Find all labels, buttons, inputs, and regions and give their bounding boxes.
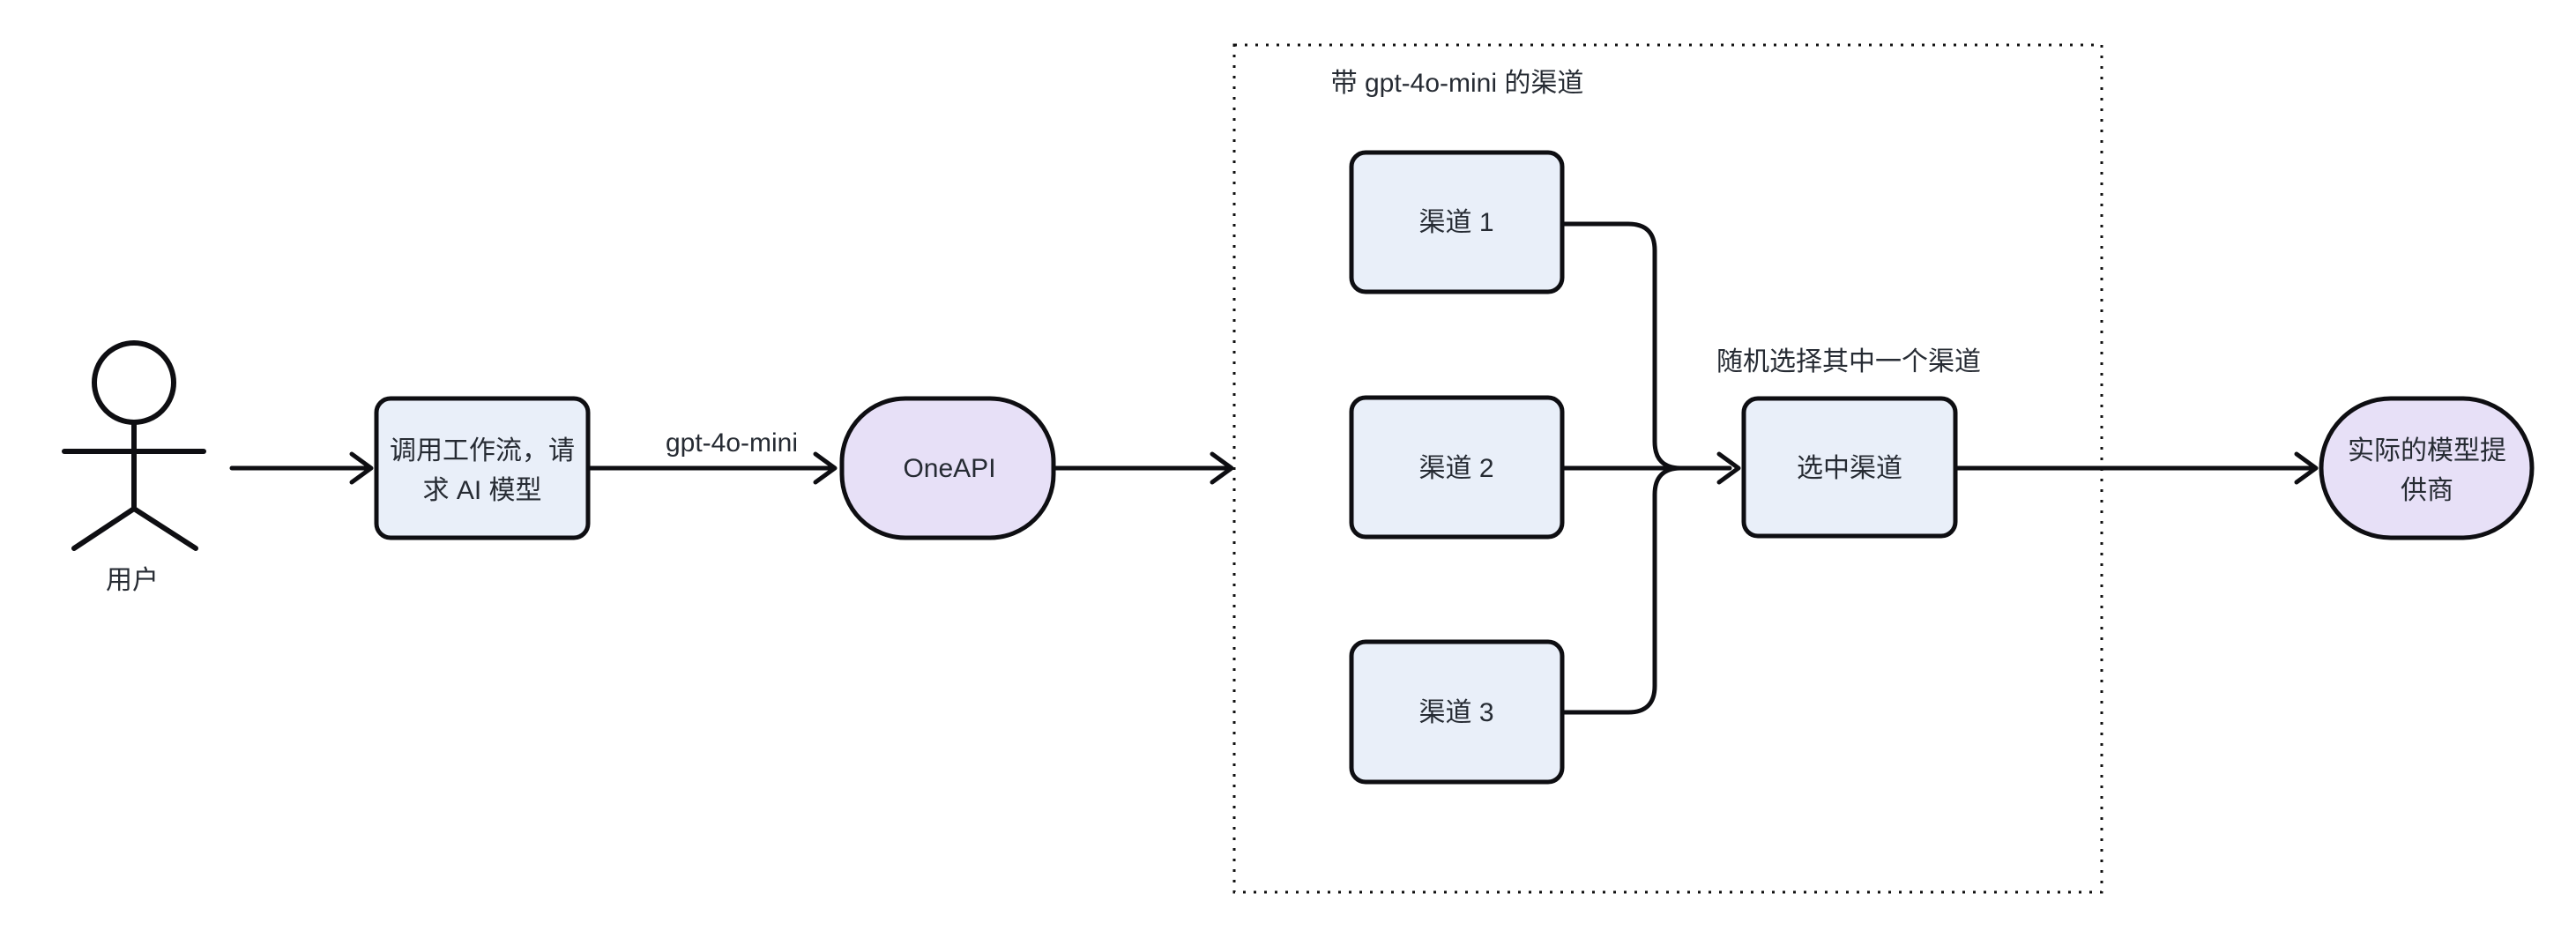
node-provider-shape: [2319, 396, 2535, 540]
node-workflow: 调用工作流，请 求 AI 模型: [374, 396, 591, 540]
node-provider: 实际的模型提 供商: [2319, 396, 2535, 540]
edge-oneapi-to-subgraph: [1051, 451, 1234, 485]
arrowhead-icon: [1210, 451, 1234, 485]
edge-line: [1560, 221, 1700, 471]
node-workflow-label-line1: 调用工作流，请: [390, 436, 575, 465]
arrowhead-icon: [349, 451, 374, 485]
node-selected-channel-label: 选中渠道: [1797, 454, 1902, 483]
node-channel2-label: 渠道 2: [1418, 454, 1493, 483]
node-channel3-label: 渠道 3: [1418, 698, 1493, 727]
actor-leg-right: [131, 506, 198, 551]
edge-workflow-to-oneapi: gpt-4o-mini: [585, 428, 838, 485]
edge-channel3-to-selected: [1560, 465, 1700, 715]
edge-line: [1560, 465, 1700, 715]
edge-selected-to-provider: [1953, 451, 2319, 485]
node-channel1-label: 渠道 1: [1418, 208, 1493, 237]
actor-user: 用户: [62, 340, 206, 595]
node-provider-label-line1: 实际的模型提: [2348, 436, 2506, 465]
edge-label-gpt-4o-mini: gpt-4o-mini: [666, 428, 798, 458]
arrowhead-icon: [2294, 451, 2319, 485]
node-oneapi: OneAPI: [839, 396, 1056, 540]
edge-user-to-workflow: [229, 451, 374, 485]
actor-leg-left: [71, 506, 137, 551]
edge-channel1-to-selected: [1560, 221, 1700, 471]
subgraph-title: 带 gpt-4o-mini 的渠道: [1331, 69, 1584, 98]
edge-label-random-select: 随机选择其中一个渠道: [1716, 347, 1981, 376]
arrowhead-icon: [813, 451, 838, 485]
node-oneapi-label: OneAPI: [903, 454, 995, 483]
node-channel2: 渠道 2: [1349, 395, 1565, 540]
actor-head: [92, 340, 176, 425]
node-channel3: 渠道 3: [1349, 639, 1565, 785]
actor-label: 用户: [106, 566, 159, 595]
subgraph-channels: 带 gpt-4o-mini 的渠道: [1232, 43, 2103, 894]
node-channel1: 渠道 1: [1349, 150, 1565, 294]
node-provider-label-line2: 供商: [2401, 476, 2453, 505]
node-selected-channel: 选中渠道: [1741, 396, 1958, 539]
node-workflow-shape: [374, 396, 591, 540]
node-workflow-label-line2: 求 AI 模型: [422, 476, 541, 505]
edge-channel2-to-selected: 随机选择其中一个渠道: [1560, 347, 1981, 485]
arrowhead-icon: [1716, 451, 1741, 485]
